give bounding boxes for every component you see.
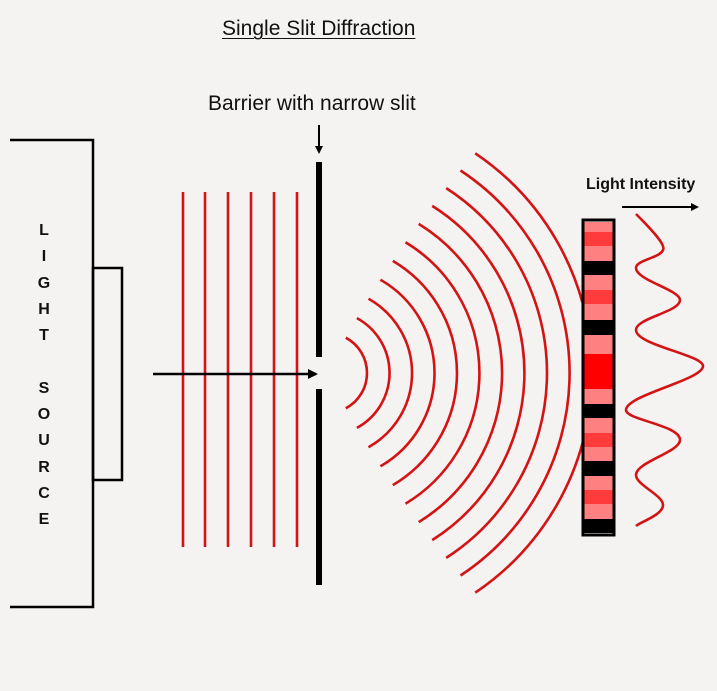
diffracted-wavefronts bbox=[345, 152, 594, 594]
fringe-band-light bbox=[584, 304, 613, 320]
diffracted-wavefront bbox=[345, 336, 369, 410]
source-letter: L bbox=[39, 222, 49, 239]
fringe-band-dark bbox=[584, 519, 613, 533]
source-letter: S bbox=[38, 379, 50, 397]
fringe-band-light bbox=[584, 476, 613, 490]
source-letter: E bbox=[38, 511, 50, 529]
fringe-band-dark bbox=[584, 461, 613, 476]
diagram-title: Single Slit Diffraction bbox=[222, 17, 416, 40]
fringe-band-dark bbox=[584, 404, 613, 418]
source-letter: H bbox=[38, 300, 50, 318]
light-intensity-label: Light Intensity bbox=[586, 176, 696, 193]
barrier-label: Barrier with narrow slit bbox=[208, 92, 416, 115]
fringe-band-light bbox=[584, 222, 613, 232]
source-letter: C bbox=[38, 484, 50, 502]
fringe-screen-border bbox=[581, 218, 616, 537]
fringe-band-medium bbox=[584, 433, 613, 447]
fringe-band-medium bbox=[584, 490, 613, 504]
fringe-band-bright bbox=[584, 354, 613, 389]
fringe-band-light bbox=[584, 389, 613, 404]
plane-wavefronts bbox=[181, 192, 299, 547]
diffracted-wavefront bbox=[431, 204, 526, 542]
fringe-band-dark bbox=[584, 261, 613, 275]
fringe-pattern-screen bbox=[584, 222, 613, 533]
light-source-housing bbox=[10, 138, 124, 609]
source-letter: O bbox=[37, 406, 51, 424]
fringe-band-light bbox=[584, 504, 613, 519]
source-letter: I bbox=[41, 248, 47, 266]
fringe-band-light bbox=[584, 335, 613, 354]
fringe-band-light bbox=[584, 418, 613, 433]
source-letter: U bbox=[38, 432, 50, 450]
diffracted-wavefront bbox=[367, 297, 414, 449]
fringe-band-light bbox=[584, 275, 613, 290]
source-letter: R bbox=[38, 458, 50, 476]
diffracted-wavefront bbox=[474, 152, 594, 594]
fringe-band-medium bbox=[584, 232, 613, 246]
source-letter: T bbox=[39, 327, 49, 345]
diffracted-wavefront bbox=[379, 278, 436, 468]
diffracted-wavefront bbox=[445, 187, 549, 559]
light-source-label: L I G H T S O U R C E bbox=[34, 218, 54, 534]
diffracted-wavefront bbox=[356, 316, 391, 430]
fringe-band-dark bbox=[584, 320, 613, 335]
barrier-with-slit bbox=[316, 162, 322, 585]
diffracted-wavefront bbox=[404, 241, 481, 505]
source-letter: G bbox=[37, 274, 51, 292]
fringe-band-light bbox=[584, 447, 613, 461]
fringe-band-medium bbox=[584, 290, 613, 304]
intensity-wave-curve bbox=[624, 213, 705, 528]
diffracted-wavefront bbox=[418, 222, 504, 524]
diffracted-wavefront bbox=[392, 259, 459, 487]
diffracted-wavefront bbox=[459, 169, 571, 577]
fringe-band-light bbox=[584, 246, 613, 261]
